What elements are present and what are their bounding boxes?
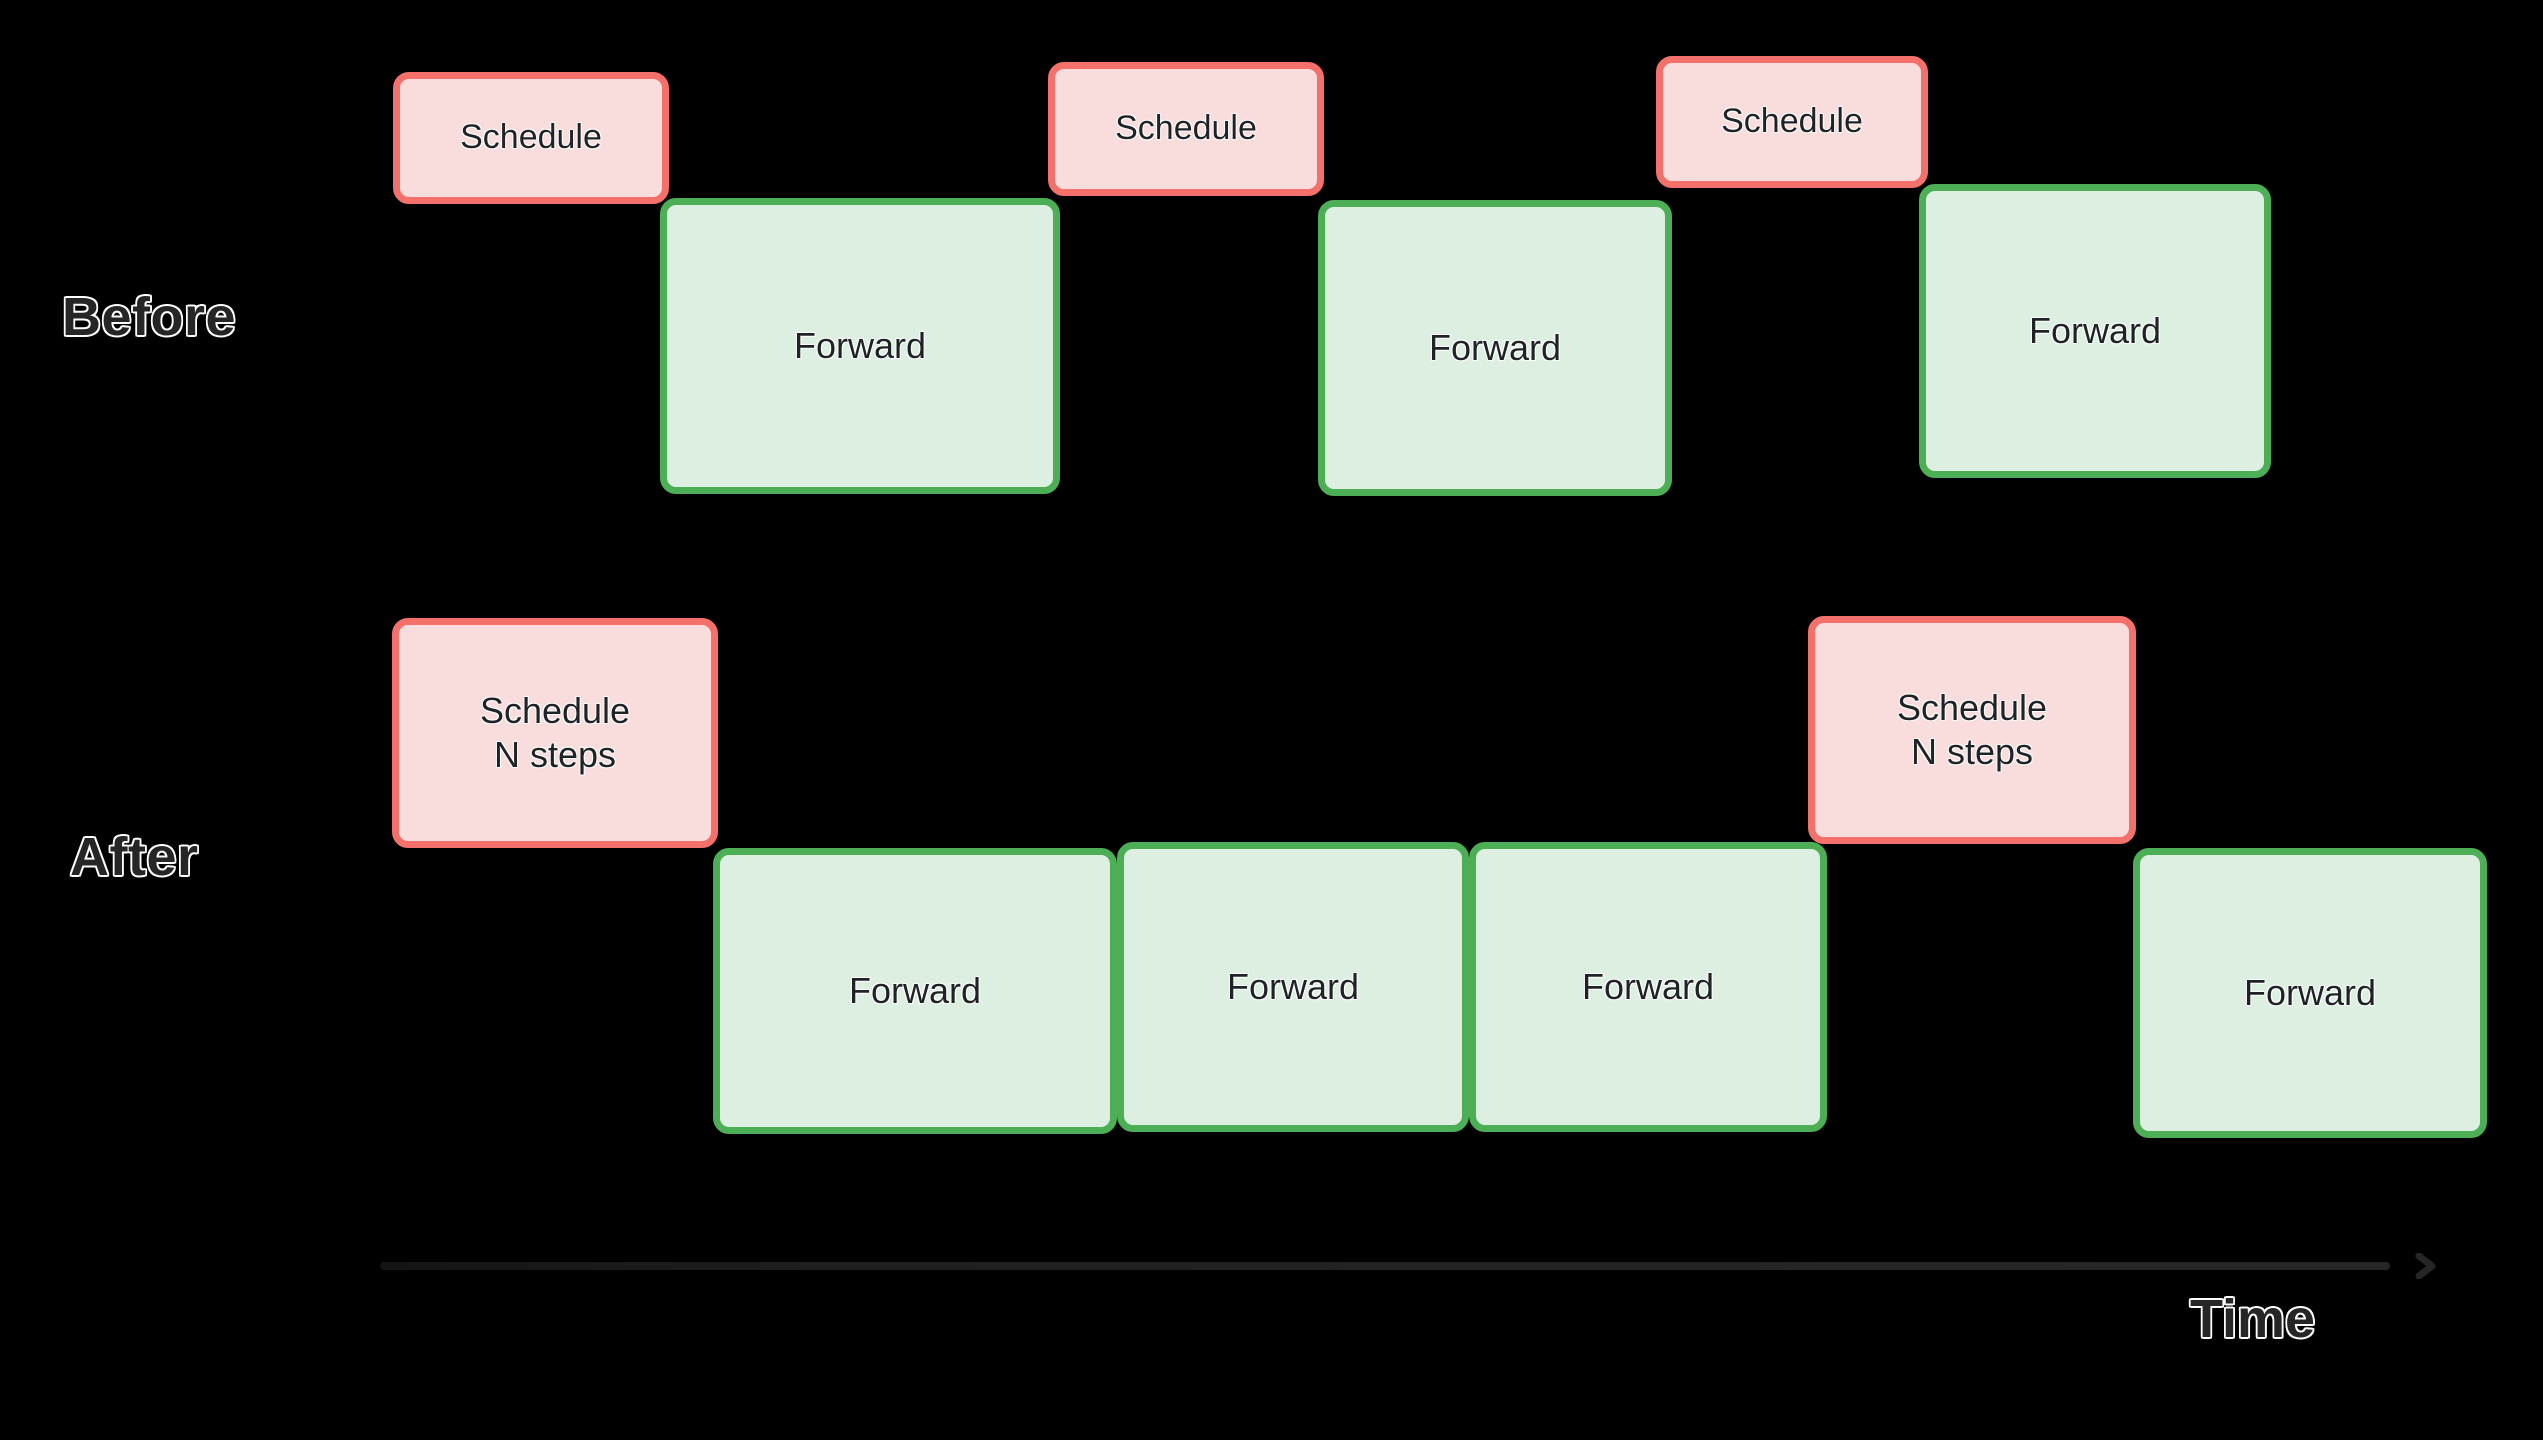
block-label: Schedule	[1721, 102, 1863, 141]
time-axis-label: Time	[2189, 1289, 2317, 1349]
block-label: Forward	[1581, 966, 1715, 1008]
before-schedule-block-2[interactable]: Schedule	[1048, 62, 1324, 196]
block-label: Forward	[1428, 327, 1562, 369]
after-forward-block-1[interactable]: Forward	[713, 848, 1117, 1134]
block-label: Forward	[848, 970, 982, 1012]
block-label: Forward	[2028, 310, 2162, 352]
arrow-right-icon	[2415, 1252, 2445, 1280]
block-label: Schedule	[1115, 109, 1257, 148]
time-axis	[380, 1252, 2445, 1280]
block-label: Schedule N steps	[479, 690, 631, 775]
after-schedule-block-2[interactable]: Schedule N steps	[1808, 616, 2136, 844]
after-schedule-block-1[interactable]: Schedule N steps	[392, 618, 718, 848]
row-label-before: Before	[61, 287, 237, 347]
time-axis-line	[380, 1262, 2390, 1270]
after-forward-block-4[interactable]: Forward	[2133, 848, 2487, 1138]
block-label: Forward	[1226, 966, 1360, 1008]
block-label: Schedule N steps	[1896, 687, 2048, 772]
before-forward-block-3[interactable]: Forward	[1919, 184, 2271, 478]
before-schedule-block-1[interactable]: Schedule	[393, 72, 669, 204]
block-label: Forward	[2243, 972, 2377, 1014]
after-forward-block-2[interactable]: Forward	[1117, 842, 1469, 1132]
row-label-after: After	[69, 827, 200, 887]
before-schedule-block-3[interactable]: Schedule	[1656, 56, 1928, 188]
before-forward-block-1[interactable]: Forward	[660, 198, 1060, 494]
block-label: Schedule	[460, 118, 602, 157]
block-label: Forward	[793, 325, 927, 367]
after-forward-block-3[interactable]: Forward	[1469, 842, 1827, 1132]
before-forward-block-2[interactable]: Forward	[1318, 200, 1672, 496]
